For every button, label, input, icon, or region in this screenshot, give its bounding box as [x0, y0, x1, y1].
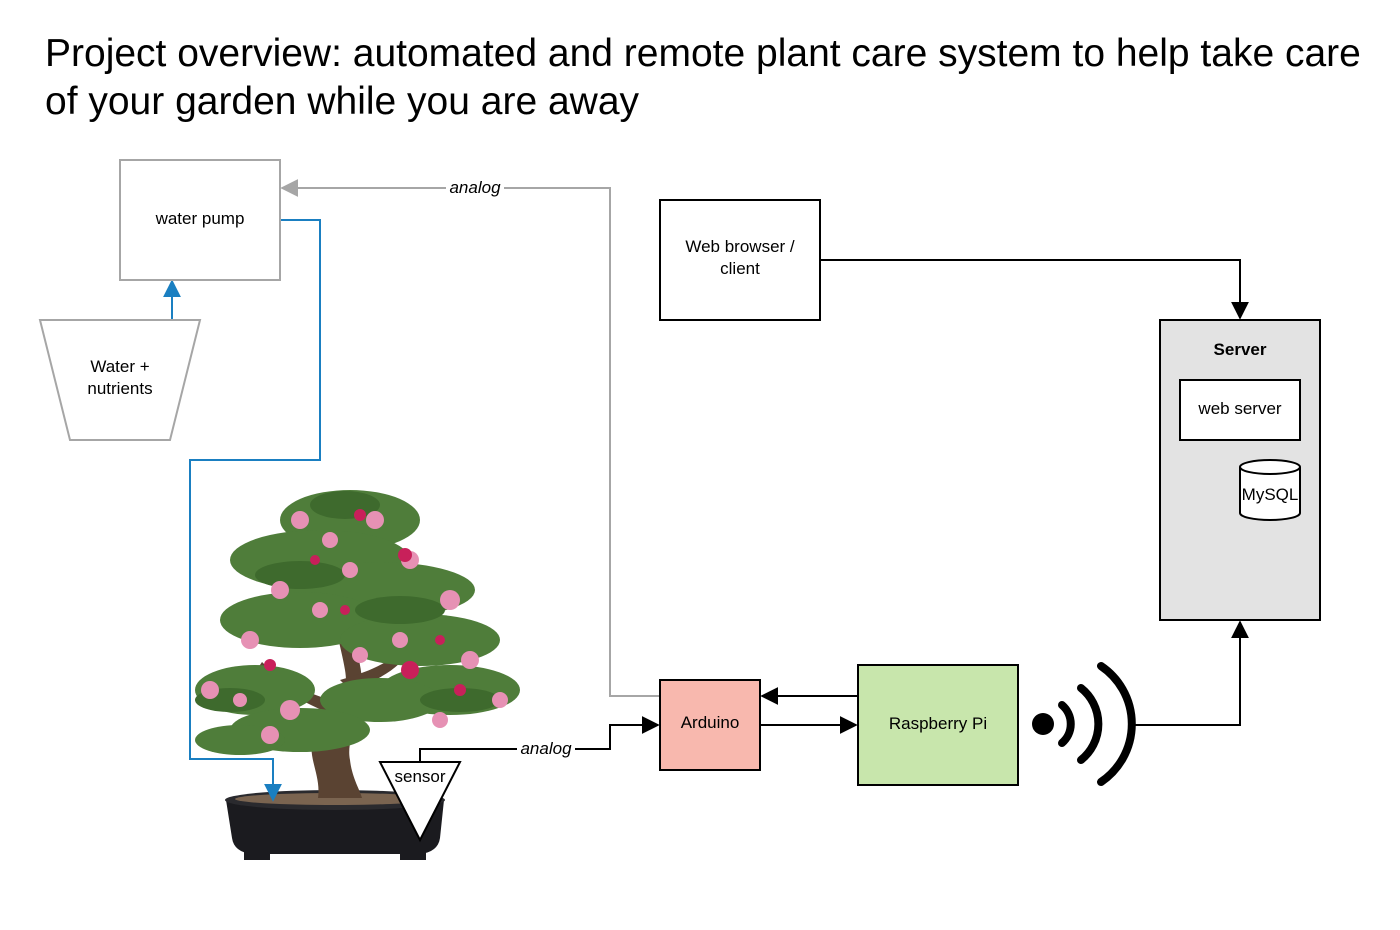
- arduino-label: Arduino: [681, 713, 740, 732]
- web-browser-box: [659, 199, 821, 321]
- water-pump-box: [119, 159, 281, 281]
- raspberry-pi-label: Raspberry Pi: [889, 714, 987, 733]
- edge-sensor-to-arduino: [419, 716, 660, 762]
- web-server-label: web server: [1197, 399, 1281, 418]
- bonsai-plant-image: [195, 490, 520, 860]
- edge-wifi-to-server: [1135, 620, 1249, 726]
- web-browser-label-line1: Web browser /: [685, 237, 795, 256]
- sensor-label: sensor: [394, 767, 445, 786]
- water-pump-label: water pump: [155, 209, 245, 228]
- reservoir-label-line1: Water +: [90, 357, 149, 376]
- edge-pump-to-plant: [189, 219, 321, 802]
- raspberry-pi-box: [857, 664, 1019, 786]
- mysql-label: MySQL: [1242, 485, 1299, 504]
- reservoir-label-line2: nutrients: [87, 379, 152, 398]
- edge-label-analog-sensor: analog: [520, 739, 572, 758]
- edge-browser-to-server: [820, 259, 1249, 320]
- wifi-signal-icon: [1032, 662, 1136, 786]
- edge-label-analog-pump: analog: [449, 178, 501, 197]
- arduino-box: [659, 679, 761, 771]
- mysql-database-icon: [1239, 459, 1301, 521]
- page-title: Project overview: automated and remote p…: [45, 32, 1361, 123]
- web-browser-label-line2: client: [720, 259, 760, 278]
- reservoir-shape: [38, 319, 202, 441]
- web-server-box: [1179, 379, 1301, 441]
- server-label: Server: [1214, 340, 1267, 359]
- sensor-shape: [378, 761, 462, 843]
